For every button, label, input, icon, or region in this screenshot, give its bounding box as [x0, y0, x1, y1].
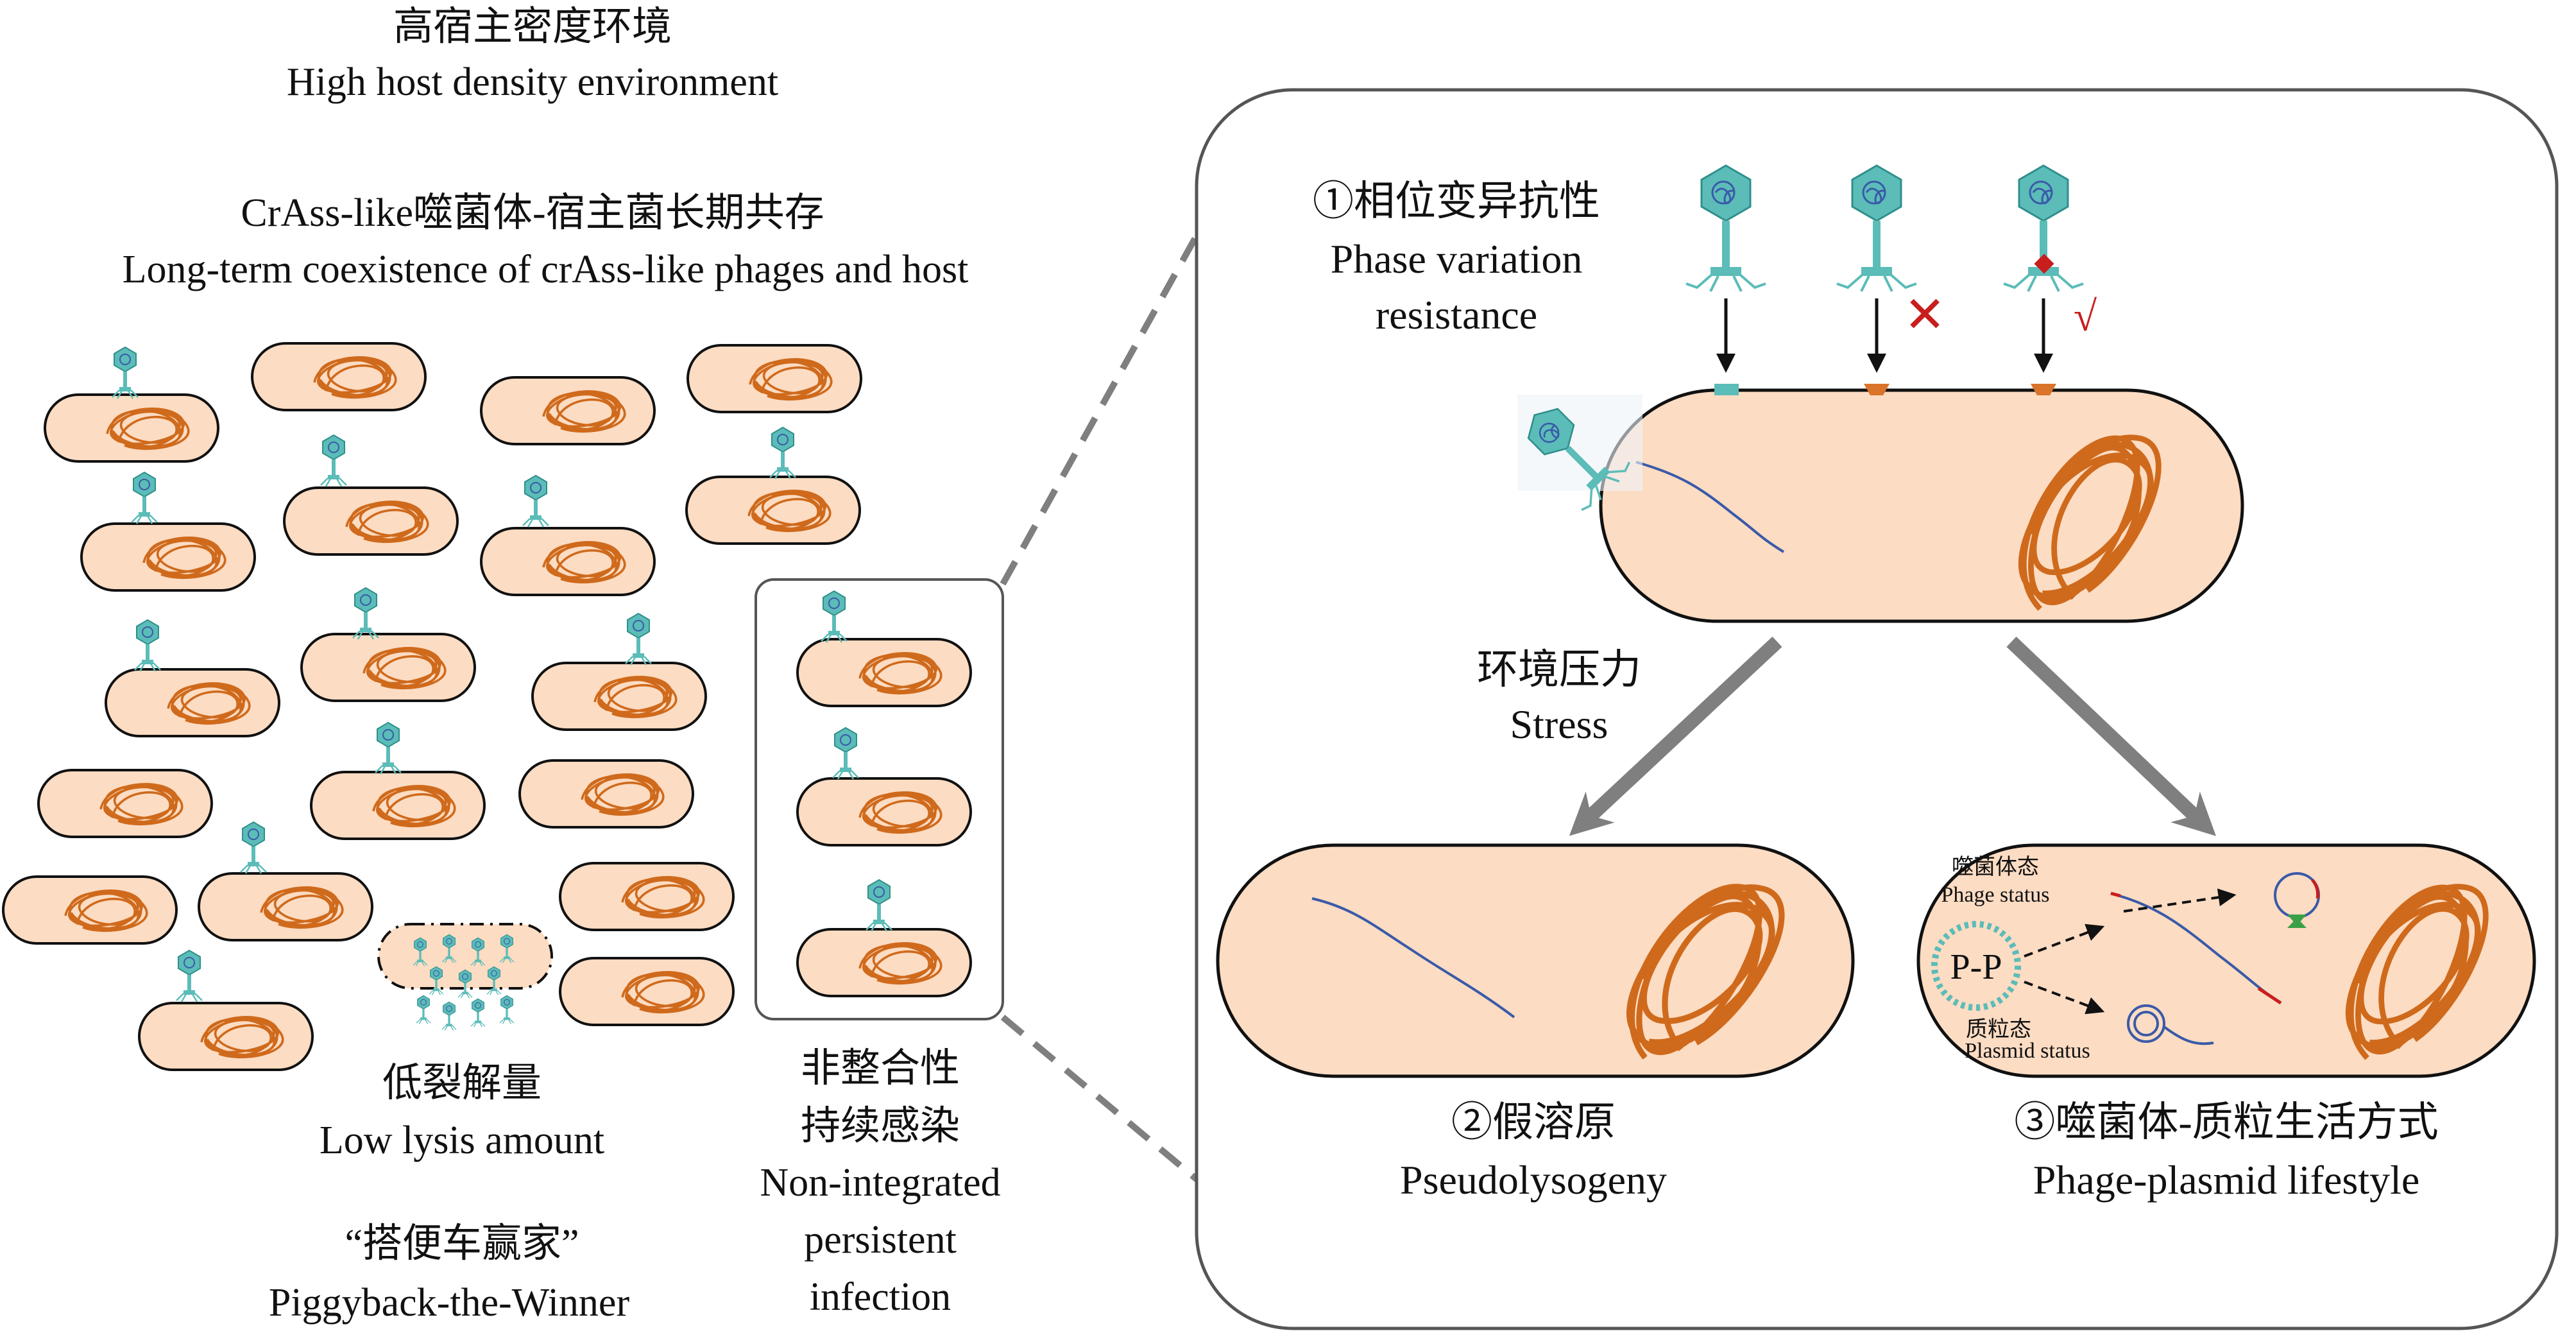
nonint-en-2: persistent	[804, 1218, 957, 1262]
left-title-en: High host density environment	[287, 60, 778, 104]
bacterial-cell	[798, 778, 971, 845]
bacterial-cell	[38, 770, 212, 837]
modified-tail-marker	[2034, 253, 2054, 274]
bacterial-cell	[560, 958, 733, 1025]
left-title-cn: 高宿主密度环境	[393, 5, 672, 49]
blocked-cross-mark: ✕	[1904, 286, 1945, 344]
bacterial-cell	[798, 639, 971, 706]
bacterial-cell	[3, 877, 176, 943]
bacterial-cell	[45, 395, 218, 461]
ppl-cn: ③噬菌体-质粒生活方式	[2014, 1099, 2438, 1145]
ppl-en: Phage-plasmid lifestyle	[2033, 1157, 2420, 1203]
bacterial-cell	[798, 929, 971, 996]
phase-en-2: resistance	[1376, 292, 1537, 338]
phage-icon	[130, 471, 158, 525]
low-lysis-en: Low lysis amount	[320, 1119, 604, 1162]
bacterial-cell	[81, 524, 255, 590]
plasmid-status-en: Plasmid status	[1965, 1039, 2090, 1063]
bacterial-cell	[533, 663, 706, 730]
piggyback-cn: “搭便车赢家”	[345, 1222, 579, 1266]
phase-cn: ①相位变异抗性	[1313, 178, 1600, 224]
nonint-cn-2: 持续感染	[801, 1104, 960, 1148]
bacterial-cell	[688, 345, 861, 412]
receptor-orange	[2031, 384, 2056, 395]
phage-icon	[865, 879, 893, 932]
bacterial-cell	[139, 1003, 312, 1070]
pseudo-cn: ②假溶原	[1451, 1099, 1616, 1145]
bacterial-cell	[481, 528, 654, 595]
phage-attach-series: ✕ √	[1685, 164, 2097, 373]
receptor-orange	[1864, 384, 1889, 395]
bacterial-cell	[311, 772, 484, 839]
phage-icon	[832, 726, 860, 780]
zoom-line-bottom	[1000, 1015, 1209, 1190]
infected-host-cell	[1599, 384, 2244, 630]
pp-element	[1931, 921, 2021, 1011]
bacterial-cell	[252, 343, 425, 410]
bacterial-cell	[302, 634, 475, 701]
left-subtitle-en: Long-term coexistence of crAss-like phag…	[123, 248, 969, 291]
left-subtitle-cn: CrAss-like噬菌体-宿主菌长期共存	[241, 191, 824, 235]
bacterial-cell	[560, 863, 733, 930]
phage-icon	[820, 590, 848, 644]
plasmid-status-cn: 质粒态	[1966, 1017, 2031, 1042]
piggyback-en: Piggyback-the-Winner	[269, 1281, 630, 1325]
phage-icon	[769, 426, 797, 480]
injecting-phage	[1509, 390, 1642, 516]
phage-icon	[352, 587, 380, 640]
phage-icon	[522, 474, 550, 528]
allowed-check-mark: √	[2074, 293, 2097, 340]
phage-icon	[133, 619, 162, 673]
phase-en-1: Phase variation	[1331, 236, 1583, 282]
bacterial-cell	[520, 760, 693, 827]
stress-arrow-left	[1569, 636, 1782, 836]
phage-icon	[624, 612, 653, 666]
phage-plasmid-cell: P-P 噬菌体态 Phage status 质粒态 Plasmid status	[1916, 843, 2536, 1079]
bacterial-cell	[687, 477, 860, 544]
bacterial-cell	[481, 377, 654, 444]
low-lysis-cn: 低裂解量	[382, 1061, 542, 1105]
phage-status-cn: 噬菌体态	[1952, 855, 2039, 879]
bacterial-cell	[106, 669, 279, 736]
nonint-cn-1: 非整合性	[801, 1047, 960, 1090]
pseudolysogeny-cell	[1216, 843, 1855, 1082]
pp-label: P-P	[1950, 947, 2002, 987]
phage-icon	[111, 346, 139, 400]
stress-arrow-right	[2006, 637, 2216, 836]
lysed-cell	[377, 923, 553, 1031]
phage-status-en: Phage status	[1941, 883, 2049, 907]
pseudo-en: Pseudolysogeny	[1400, 1157, 1667, 1203]
nonint-en-3: infection	[810, 1275, 951, 1319]
stress-cn: 环境压力	[1477, 647, 1641, 692]
non-integrated-box	[755, 578, 1004, 1020]
receptor-teal	[1714, 384, 1739, 395]
stress-en: Stress	[1510, 701, 1608, 747]
bacterial-cell	[284, 488, 457, 554]
phage-icon	[320, 434, 348, 488]
bacterial-cell	[199, 873, 372, 940]
phage-icon	[374, 721, 402, 775]
phage-icon	[239, 821, 268, 875]
phage-icon	[175, 949, 203, 1003]
nonint-en-1: Non-integrated	[760, 1161, 1000, 1205]
zoom-line-top	[1000, 216, 1209, 586]
